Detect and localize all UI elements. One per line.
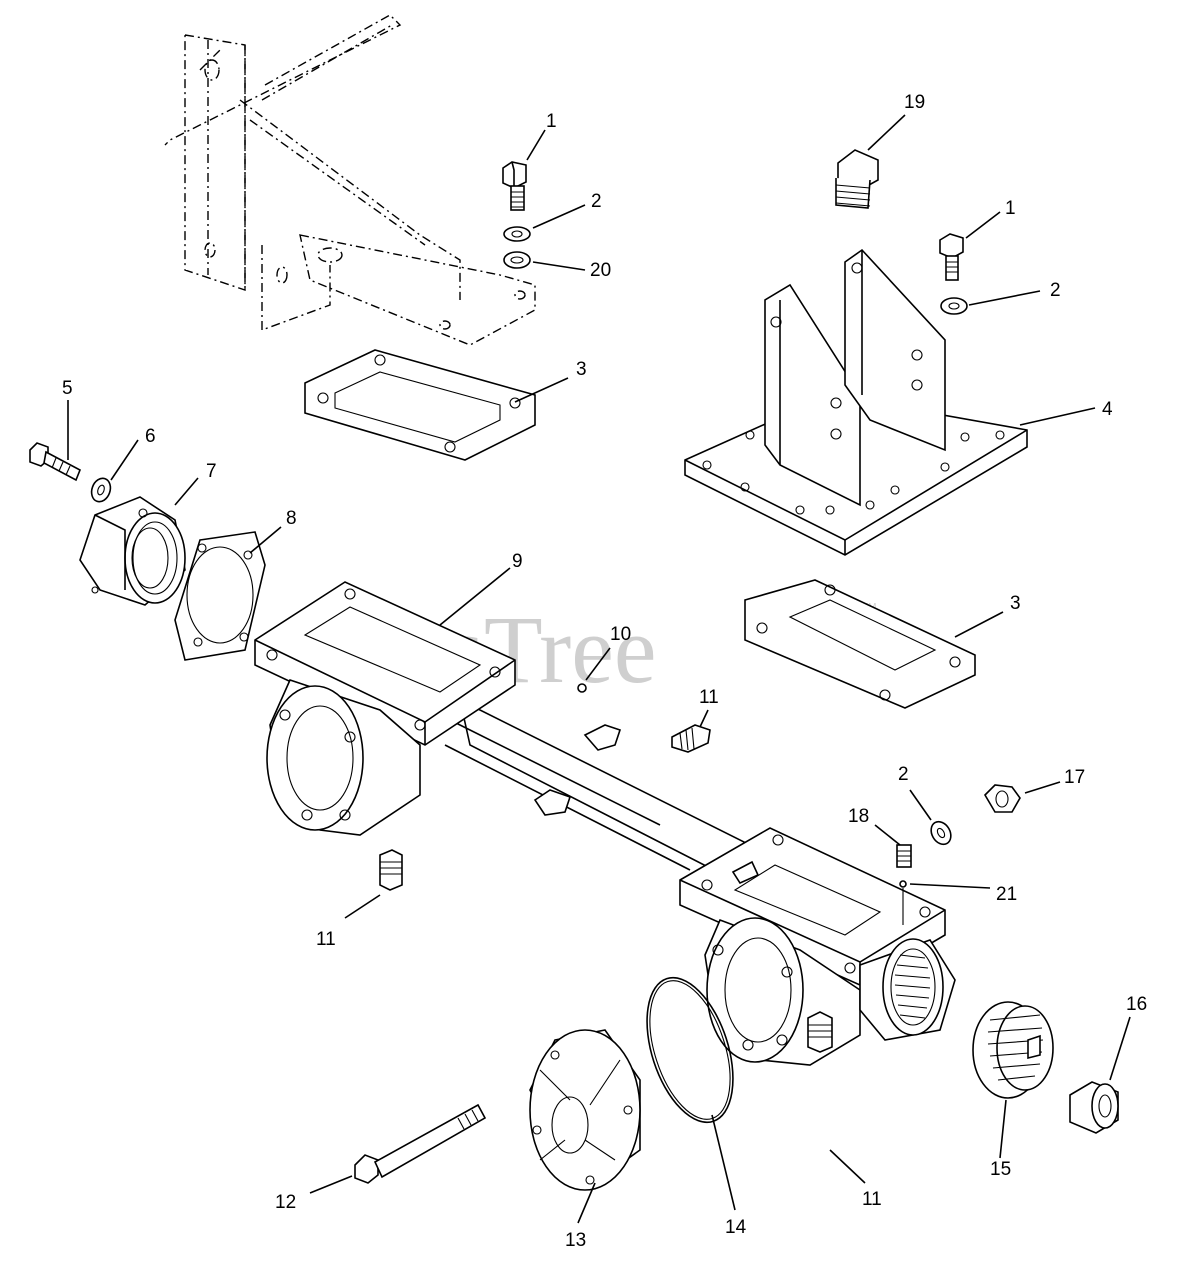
hub-13 <box>529 1029 641 1191</box>
collar-15 <box>972 1001 1054 1099</box>
callout-19: 19 <box>904 92 925 113</box>
leader-lines <box>67 114 1131 1224</box>
callout-21: 21 <box>996 884 1017 905</box>
bolt-1-right <box>939 233 964 281</box>
callout-5: 5 <box>62 378 73 399</box>
fitting-10 <box>577 683 587 693</box>
gasket-8 <box>174 531 266 661</box>
bolt-1-top <box>502 161 527 211</box>
callout-labels: 1 2 20 19 1 2 3 4 5 6 7 8 9 10 3 11 2 17… <box>62 92 1147 1251</box>
callout-2-right: 2 <box>1050 280 1061 301</box>
callout-11-left: 11 <box>316 929 336 950</box>
washer-2-right <box>940 297 968 315</box>
callout-11-lower: 11 <box>862 1189 882 1210</box>
callout-18: 18 <box>848 806 869 827</box>
callout-20: 20 <box>590 260 611 281</box>
callout-2-top: 2 <box>591 191 602 212</box>
bolt-12 <box>354 1103 487 1184</box>
callout-8: 8 <box>286 508 297 529</box>
ball-21 <box>899 880 907 925</box>
plug-19 <box>835 149 879 209</box>
setscrew-18 <box>896 844 912 868</box>
callout-11-upper: 11 <box>699 687 719 708</box>
callout-17: 17 <box>1064 767 1085 788</box>
washer-2-mid <box>930 820 952 846</box>
gasket-3-lower <box>744 579 976 709</box>
callout-16: 16 <box>1126 994 1147 1015</box>
spacer-16 <box>1069 1081 1119 1134</box>
callout-9: 9 <box>512 551 523 572</box>
plug-11-c <box>807 1011 833 1053</box>
plug-11-a <box>671 724 711 753</box>
callout-10: 10 <box>610 624 631 645</box>
callout-14: 14 <box>725 1217 747 1238</box>
tractor-frame-phantom <box>164 14 536 346</box>
gasket-3-upper <box>304 349 536 461</box>
callout-1-top: 1 <box>546 111 557 132</box>
washer-2-top <box>503 226 531 242</box>
callout-4: 4 <box>1102 399 1113 420</box>
mount-bracket-4 <box>684 248 1028 556</box>
washer-20 <box>503 251 531 269</box>
washer-6 <box>90 477 112 503</box>
callout-6: 6 <box>145 426 156 447</box>
bolt-5 <box>29 442 82 482</box>
callout-12: 12 <box>275 1192 296 1213</box>
callout-3-lower: 3 <box>1010 593 1021 614</box>
callout-2-mid: 2 <box>898 764 909 785</box>
callout-3-upper: 3 <box>576 359 587 380</box>
callout-1-right: 1 <box>1005 198 1016 219</box>
callout-7: 7 <box>206 461 217 482</box>
callout-13: 13 <box>565 1230 586 1251</box>
nut-17 <box>983 784 1021 813</box>
callout-15: 15 <box>990 1159 1011 1180</box>
plug-11-b <box>379 849 403 891</box>
bearing-flange-7 <box>79 496 186 606</box>
